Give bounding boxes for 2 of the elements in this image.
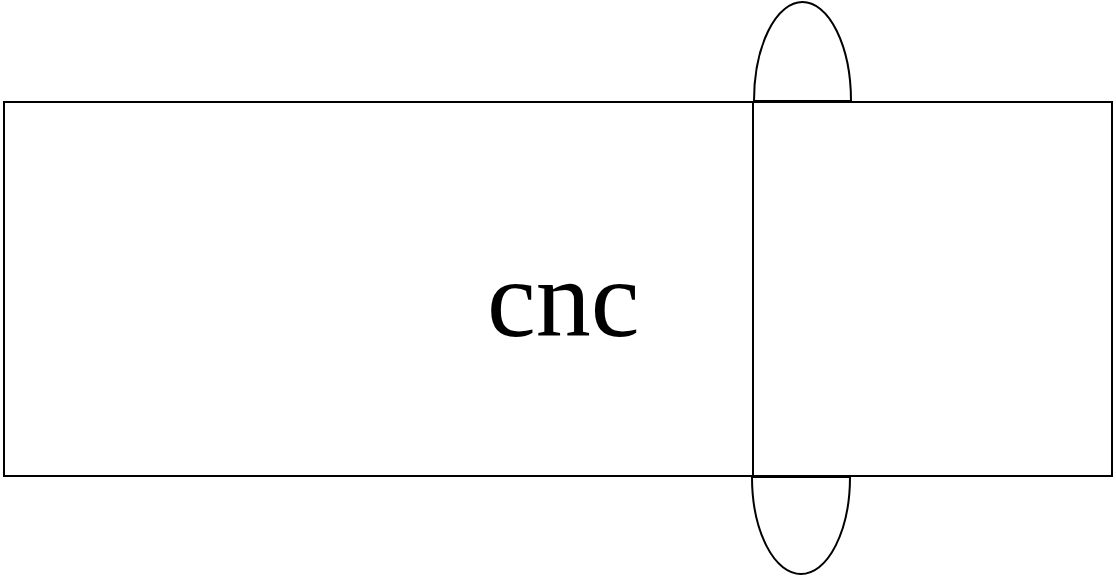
box-label: cnc: [487, 244, 640, 354]
rectangle-box: [3, 101, 1113, 477]
